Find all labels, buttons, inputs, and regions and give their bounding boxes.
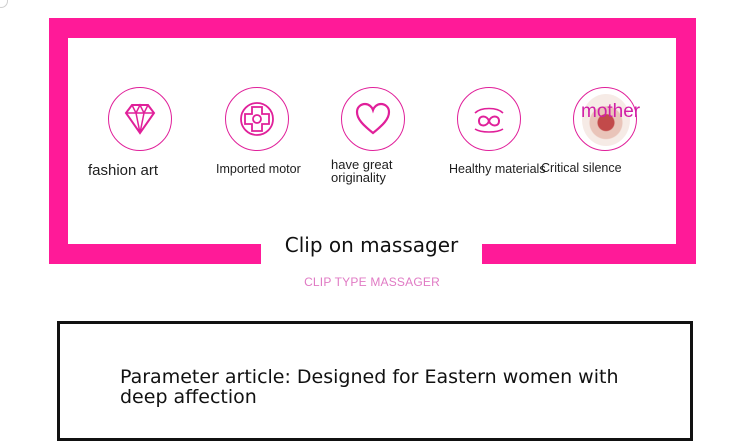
feature-originality: have great originality — [328, 87, 448, 197]
feature-healthy-materials: Healthy materials — [444, 87, 564, 197]
feature-label: Critical silence — [541, 161, 622, 175]
feature-label: fashion art — [88, 162, 159, 179]
diamond-icon — [108, 87, 172, 151]
feature-imported-motor: Imported motor — [212, 87, 332, 197]
feature-label: Healthy materials — [449, 162, 546, 176]
feature-fashion-art: fashion art — [88, 87, 216, 197]
feature-critical-silence: Critical silence — [541, 87, 680, 197]
heart-icon — [341, 87, 405, 151]
subtitle: CLIP TYPE MASSAGER — [304, 275, 440, 289]
photo-icon — [573, 87, 637, 151]
overlay-word: mother — [581, 101, 641, 122]
corner-decoration — [0, 0, 8, 8]
parameter-text: Parameter article: Designed for Eastern … — [120, 366, 619, 408]
feature-label: have great originality — [331, 157, 393, 185]
product-photo — [582, 94, 630, 146]
motor-icon — [225, 87, 289, 151]
page-title: Clip on massager — [284, 233, 459, 257]
materials-icon — [457, 87, 521, 151]
feature-label: Imported motor — [216, 162, 301, 176]
title-banner: Clip on massager — [261, 225, 482, 265]
